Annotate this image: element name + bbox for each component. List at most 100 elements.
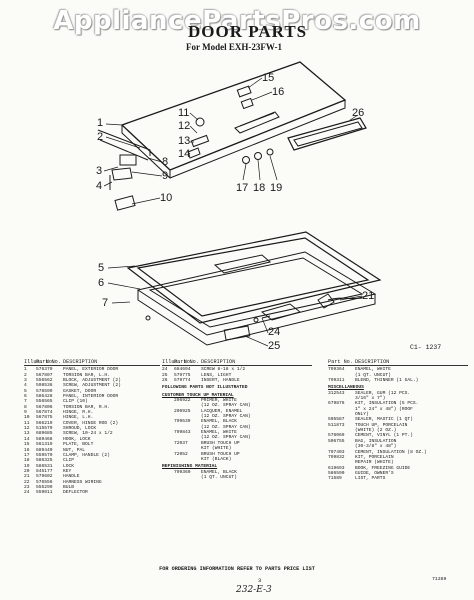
part-number: 799539 (174, 419, 191, 425)
callout-14: 14 (178, 148, 191, 160)
part-description: KEY (63, 468, 72, 474)
illus-number: 2 (24, 372, 27, 378)
column-header: Illus. No. Part No. DESCRIPTION (162, 359, 312, 367)
part-number: 689685 (36, 431, 53, 437)
part-number: 71589 (328, 476, 342, 482)
part-description: HINGE, R.H. (63, 410, 94, 416)
illus-number: 20 (24, 468, 30, 474)
callout-1: 1 (97, 117, 104, 129)
illus-number: 22 (24, 479, 30, 485)
part-description: BOOK, FREEZING GUIDE (355, 465, 411, 471)
handwritten-code: 232-E-3 (236, 585, 272, 595)
callout-19: 19 (270, 182, 283, 194)
watermark: AppliancePartsPros.com (53, 6, 421, 36)
illus-number: 24 (162, 367, 168, 373)
callout-11: 11 (178, 107, 190, 119)
part-number: 799843 (174, 430, 191, 436)
part-description: PANEL, INTERIOR DOOR (63, 394, 119, 400)
illus-number: 25 (162, 372, 168, 378)
illus-number (162, 457, 174, 462)
callout-16: 16 (272, 86, 285, 98)
part-number: 515579 (36, 426, 53, 432)
callout-12: 12 (178, 120, 191, 132)
part-description: CLAMP, HANDLE (2) (63, 452, 110, 458)
callout-3: 3 (96, 165, 103, 177)
parts-row: (WHITE) (2 OZ.) (328, 428, 468, 433)
part-description: HOOK, LOCK (63, 436, 91, 442)
illus-number: 17 (24, 452, 30, 458)
part-number: 799360 (174, 469, 191, 475)
part-number: 567807 (36, 372, 53, 378)
callout-5: 5 (98, 262, 105, 274)
part-number: 799311 (328, 378, 345, 384)
illus-number (162, 475, 174, 480)
part-description: LOCK (63, 463, 75, 469)
part-description: COVER, HINGE ROD (2) (63, 420, 119, 426)
part-description: HINGE, L.H. (63, 415, 94, 421)
part-description: SCREW, ADJUSTMENT (2) (63, 383, 121, 389)
part-description: (1 QT. UNCUT) (355, 372, 391, 378)
part-description: KIT (WHITE) (201, 446, 232, 452)
callout-17: 17 (236, 182, 249, 194)
illus-number: 3 (24, 378, 27, 384)
part-description: PANEL, EXTERIOR DOOR (63, 367, 119, 373)
part-number: 576556 (36, 479, 53, 485)
part-number: 312543 (328, 390, 345, 396)
part-number: 589468 (36, 436, 53, 442)
part-number: 566219 (36, 420, 53, 426)
part-description: (12 OZ. SPRAY CAN) (201, 403, 251, 409)
part-number: 598536 (36, 383, 53, 389)
parts-row: 3/16" x 7") (328, 396, 468, 401)
part-number: 799832 (328, 454, 345, 460)
column-header: Illus. No. Part No. DESCRIPTION (24, 359, 160, 367)
part-description: HARNESS WIRING (63, 479, 102, 485)
illus-number: 9 (24, 410, 27, 416)
callout-18: 18 (253, 182, 266, 194)
illus-number: 7 (24, 399, 27, 405)
part-description: BRUSH TOUCH UP (201, 440, 240, 446)
part-description: KIT, PORCELAIN (355, 454, 394, 460)
part-description: HANDLE (63, 474, 80, 480)
part-number: 206925 (174, 408, 191, 414)
leader-lines (103, 77, 363, 347)
part-number: 576599 (36, 388, 53, 394)
part-number: 619693 (328, 465, 345, 471)
callout-7: 7 (102, 297, 109, 309)
part-description: SCREW, 10-24 x 1/2 (63, 431, 113, 437)
illus-number: 4 (24, 383, 27, 389)
header-part: Part No. (174, 359, 199, 365)
illus-number: 26 (162, 378, 168, 384)
illus-number: 6 (24, 394, 27, 400)
handle-insert (287, 117, 367, 151)
header-part: Part No. (328, 359, 353, 365)
part-description: GASKET, DOOR (63, 388, 97, 394)
part-description: KIT, INSULATION (5 PCS. (355, 401, 419, 407)
callout-8: 8 (162, 156, 169, 168)
part-number: 556565 (36, 399, 53, 405)
part-description: CLIP (63, 458, 75, 464)
